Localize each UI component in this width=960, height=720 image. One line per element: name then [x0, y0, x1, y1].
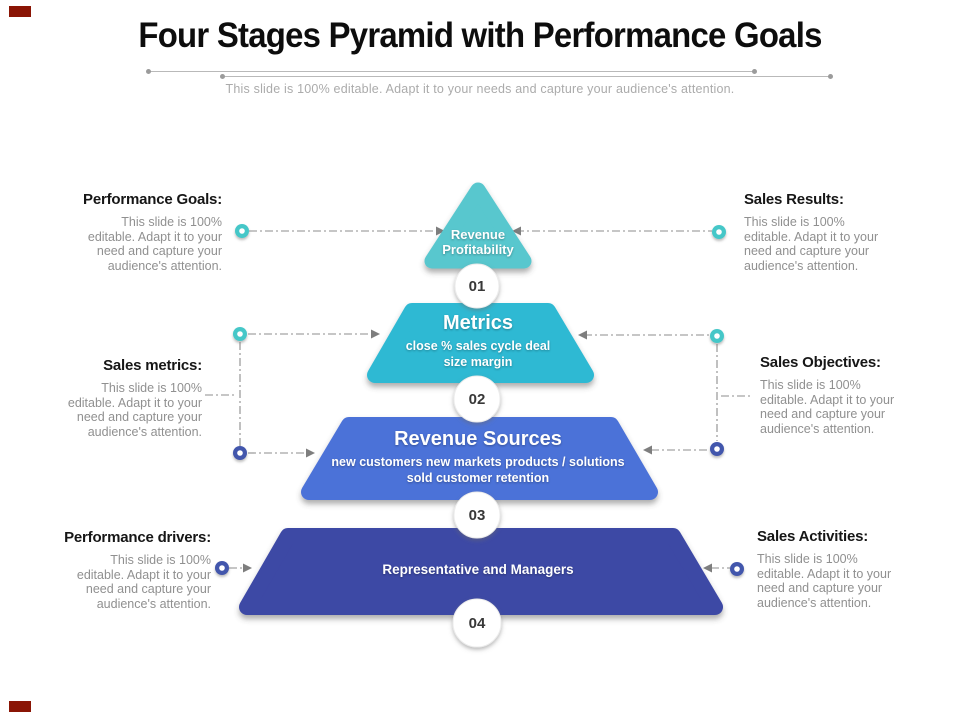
pyramid-level-1-label: Revenue Profitability [442, 227, 514, 257]
pyramid-level-4-shape [239, 528, 723, 615]
badge-circle-03 [453, 491, 501, 539]
label-heading-sales-results: Sales Results: [744, 191, 844, 208]
label-block-sales-objectives: Sales Objectives: This slide is 100% edi… [760, 354, 898, 436]
marker-teal-level1-right [712, 225, 726, 239]
title-divider-line-lower [220, 74, 833, 79]
pyramid-level-2-title: Metrics [442, 312, 514, 334]
badge-number-04: 04 [469, 615, 486, 632]
pyramid-level-2-label: Metrics close % sales cycle deal size ma… [358, 312, 598, 370]
pyramid-level-2-subtitle: close % sales cycle deal size margin [405, 339, 551, 369]
line-end-dot [752, 69, 757, 74]
label-block-sales-metrics: Sales metrics: This slide is 100% editab… [54, 357, 202, 439]
label-body-sales-objectives: This slide is 100% editable. Adapt it to… [760, 378, 895, 436]
pyramid-level-1-shape [424, 182, 532, 269]
marker-blue-level3-left [233, 446, 247, 460]
pyramid-level-3-title: Revenue Sources [394, 428, 562, 450]
marker-teal-level1-left [235, 224, 249, 238]
marker-teal-level2-left [233, 327, 247, 341]
arrowhead-level2-right [578, 330, 587, 340]
marker-blue-level4-right [730, 562, 744, 576]
arrowhead-level3-right [643, 445, 652, 455]
label-body-sales-metrics: This slide is 100% editable. Adapt it to… [67, 381, 202, 439]
line-end-dot [146, 69, 151, 74]
pyramid-level-4-label: Representative and Managers [382, 562, 574, 577]
title-divider-line-upper [146, 69, 757, 74]
label-heading-sales-metrics: Sales metrics: [103, 357, 202, 374]
label-heading-sales-activities: Sales Activities: [757, 528, 869, 545]
pyramid-level-3-subtitle: new customers new markets products / sol… [331, 455, 625, 485]
pyramid-level-3-shape [301, 417, 658, 500]
arrowhead-level1-left [436, 226, 445, 236]
label-block-performance-goals: Performance Goals: This slide is 100% ed… [70, 191, 222, 273]
slide-subtitle: This slide is 100% editable. Adapt it to… [225, 82, 735, 96]
line-end-dot [828, 74, 833, 79]
badge-circle-02 [453, 375, 501, 423]
pyramid-level-3-label: Revenue Sources new customers new market… [293, 428, 663, 486]
label-body-performance-drivers: This slide is 100% editable. Adapt it to… [76, 553, 211, 611]
label-heading-performance-goals: Performance Goals: [83, 191, 222, 208]
page-title: Four Stages Pyramid with Performance Goa… [138, 16, 822, 55]
label-heading-performance-drivers: Performance drivers: [64, 529, 211, 546]
label-block-performance-drivers: Performance drivers: This slide is 100% … [63, 529, 211, 611]
label-body-sales-results: This slide is 100% editable. Adapt it to… [744, 215, 879, 273]
badge-circle-01 [454, 263, 500, 309]
badge-number-01: 01 [469, 278, 486, 295]
badge-number-02: 02 [469, 391, 486, 408]
line-end-dot [220, 74, 225, 79]
label-block-sales-results: Sales Results: This slide is 100% editab… [744, 191, 886, 273]
marker-teal-level2-right [710, 329, 724, 343]
badge-number-03: 03 [469, 507, 486, 524]
marker-blue-level3-right [710, 442, 724, 456]
arrowhead-level4-right [703, 563, 712, 573]
label-body-sales-activities: This slide is 100% editable. Adapt it to… [757, 552, 892, 610]
pyramid-level-2-shape [367, 303, 594, 383]
label-heading-sales-objectives: Sales Objectives: [760, 354, 881, 371]
marker-blue-level4-left [215, 561, 229, 575]
arrowhead-level3-left [306, 448, 315, 458]
arrowhead-level2-left [371, 329, 380, 339]
corner-accent-top [9, 6, 31, 17]
label-body-performance-goals: This slide is 100% editable. Adapt it to… [87, 215, 222, 273]
badge-circle-04 [452, 598, 502, 648]
corner-accent-bottom [9, 701, 31, 712]
label-block-sales-activities: Sales Activities: This slide is 100% edi… [757, 528, 897, 610]
arrowhead-level4-left [243, 563, 252, 573]
arrowhead-level1-right [512, 226, 521, 236]
